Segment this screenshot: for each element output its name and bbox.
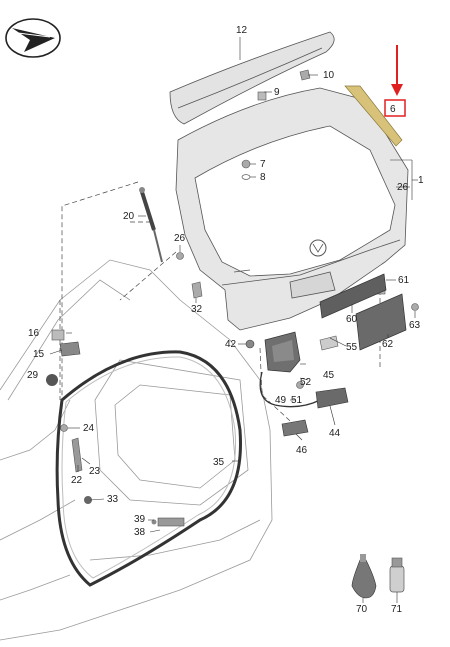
callout-46: 46 [296, 445, 308, 456]
callout-7: 7 [260, 159, 266, 170]
callout-labels: 12 10 9 7 8 1 26 20 26 32 61 60 63 62 55… [27, 25, 424, 615]
fluid-bottle [389, 557, 405, 593]
callout-24: 24 [83, 423, 95, 434]
callout-38: 38 [134, 527, 146, 538]
callout-44: 44 [329, 428, 341, 439]
callout-16: 16 [28, 328, 40, 339]
callout-52: 52 [300, 377, 312, 388]
callout-39: 39 [134, 514, 146, 525]
callout-55: 55 [346, 342, 358, 353]
callout-49: 49 [275, 395, 287, 406]
callout-8: 8 [260, 172, 266, 183]
callout-51: 51 [291, 395, 303, 406]
plate-trim [319, 273, 387, 319]
light-panel [355, 293, 407, 351]
callout-12: 12 [236, 25, 248, 36]
callout-29: 29 [27, 370, 39, 381]
callout-35: 35 [213, 457, 225, 468]
callout-1: 1 [418, 175, 424, 186]
callout-10: 10 [323, 70, 335, 81]
callout-6: 6 [390, 104, 396, 115]
callout-45: 45 [323, 370, 335, 381]
callout-42: 42 [225, 339, 237, 350]
leader-lines [49, 37, 418, 603]
callout-71: 71 [391, 604, 403, 615]
gas-strut [139, 187, 163, 263]
callout-26: 26 [174, 233, 186, 244]
brand-logo [5, 18, 61, 58]
callout-9: 9 [274, 87, 280, 98]
red-arrow [391, 45, 403, 96]
small-parts [46, 69, 419, 527]
callout-26-top: 26 [397, 182, 409, 193]
callout-20: 20 [123, 211, 135, 222]
callout-63: 63 [409, 320, 421, 331]
callout-32: 32 [191, 304, 203, 315]
tailgate-seal [55, 350, 242, 587]
trim-strip [344, 85, 403, 147]
callout-22: 22 [71, 475, 83, 486]
lock-assembly [259, 331, 349, 437]
callout-60: 60 [346, 314, 358, 325]
callout-33: 33 [107, 494, 119, 505]
callout-70: 70 [356, 604, 368, 615]
callout-15: 15 [33, 349, 45, 360]
callout-62: 62 [382, 339, 394, 350]
callout-61: 61 [398, 275, 410, 286]
sealant-bag [351, 554, 377, 599]
highlight-box [384, 99, 406, 117]
callout-23: 23 [89, 466, 101, 477]
